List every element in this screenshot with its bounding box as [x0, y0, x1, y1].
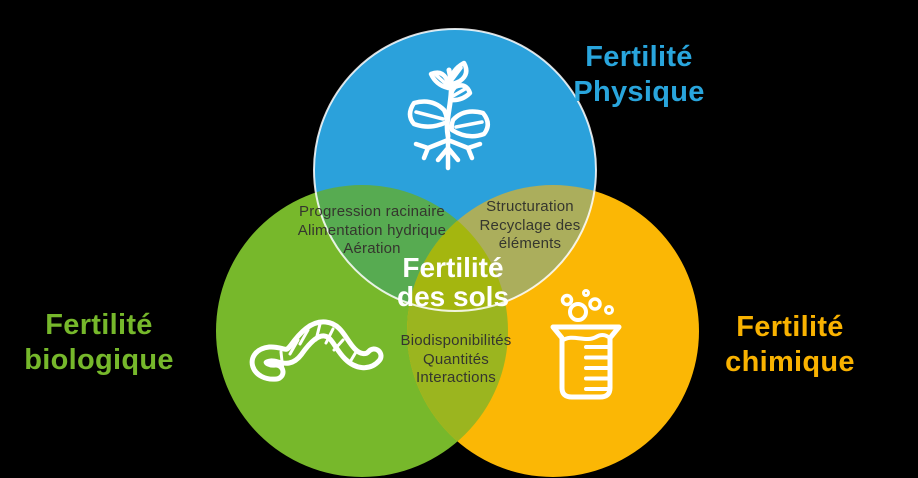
overlap-text-line: Aération	[343, 240, 401, 257]
label-line: chimique	[725, 346, 855, 378]
label-fertilite-biologique: Fertilité biologique	[24, 308, 174, 378]
overlap-text-line: Interactions	[416, 369, 496, 386]
overlap-text-line: Quantités	[422, 350, 489, 368]
beaker-icon	[550, 289, 622, 400]
earthworm-icon	[249, 319, 384, 382]
label-line: Fertilité	[736, 311, 844, 343]
label-fertilite-chimique: Fertilité chimique	[725, 310, 855, 380]
overlap-text-physique-chimique: Structuration Recyclage des éléments	[480, 198, 581, 254]
center-title-line: des sols	[396, 281, 510, 312]
center-title-line: Fertilité	[402, 252, 504, 283]
center-title: Fertilité des sols	[397, 253, 509, 311]
physique-circle-outline	[313, 28, 597, 312]
overlap-text-physique-biologique: Progression racinaire Alimentation hydri…	[298, 203, 446, 259]
overlap-text-line: Structuration	[486, 198, 574, 215]
label-line: Fertilité	[585, 41, 693, 73]
label-line: Physique	[573, 76, 705, 108]
overlap-triple	[407, 185, 508, 311]
seedling-icon	[407, 60, 490, 171]
overlap-text-line: Alimentation hydrique	[297, 221, 447, 239]
overlap-text-line: Recyclage des	[479, 216, 581, 234]
label-line: biologique	[24, 344, 174, 376]
overlap-text-line: éléments	[498, 235, 562, 252]
label-fertilite-physique: Fertilité Physique	[573, 40, 704, 110]
label-line: Fertilité	[45, 309, 153, 341]
overlap-text-line: Progression racinaire	[299, 203, 445, 220]
overlap-text-biologique-chimique: Biodisponibilités Quantités Interactions	[401, 332, 512, 388]
overlap-text-line: Biodisponibilités	[400, 332, 512, 349]
